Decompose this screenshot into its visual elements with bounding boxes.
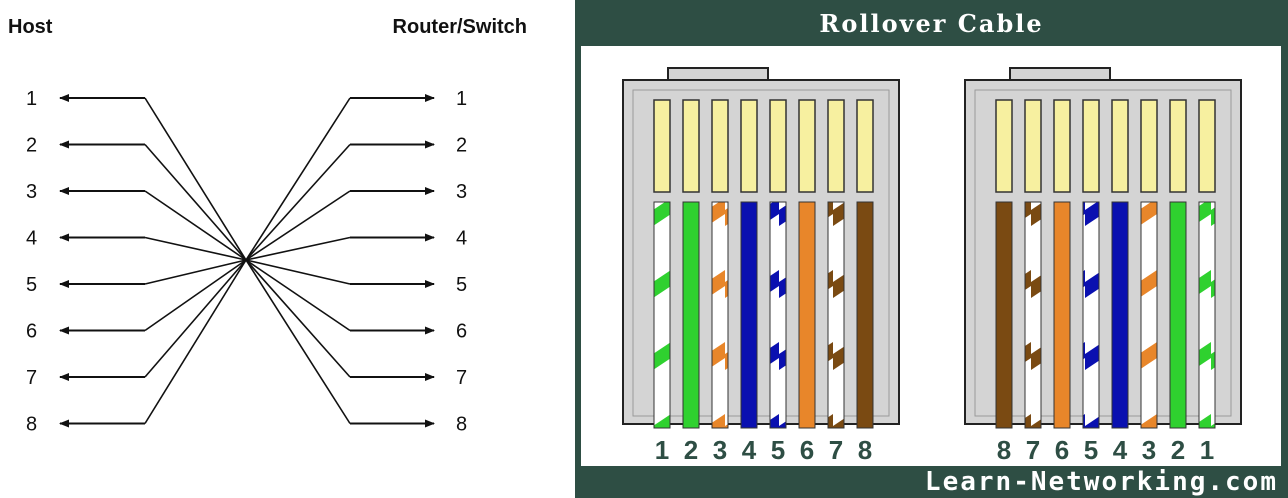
gold-contact <box>769 99 787 193</box>
router-wire-line <box>245 190 351 261</box>
site-footer: Learn-Networking.com <box>924 467 1278 497</box>
host-pin-label: 4 <box>26 228 37 250</box>
router-pin-label: 6 <box>456 321 467 343</box>
gold-contact <box>995 99 1013 193</box>
host-wire-line <box>144 97 247 261</box>
orange-striped-wire <box>1140 201 1158 429</box>
router-wire-line <box>245 143 351 261</box>
connector-pin-number: 5 <box>1084 435 1098 465</box>
host-wire-line <box>144 236 247 261</box>
crossover-lines <box>59 94 435 428</box>
orange-solid-wire <box>1053 201 1071 429</box>
brown-solid-wire <box>856 201 874 429</box>
gold-contact <box>856 99 874 193</box>
router-pin-label: 8 <box>456 414 467 436</box>
brown-striped-wire <box>827 201 845 429</box>
connector-pin-number: 4 <box>742 435 757 465</box>
gold-contact <box>740 99 758 193</box>
router-wire-line <box>245 259 351 332</box>
host-wire-line <box>144 259 247 378</box>
green-striped-wire <box>1198 201 1216 429</box>
host-pin-label: 8 <box>26 414 37 436</box>
router-wire-line <box>245 259 351 378</box>
rollover-cable-title: Rollover Cable <box>819 8 1044 38</box>
gold-contact <box>827 99 845 193</box>
brown-striped-wire <box>1024 201 1042 429</box>
router-wire-line <box>245 236 351 261</box>
orange-solid-wire <box>798 201 816 429</box>
rollover-pinout-diagram: Host Router/Switch 1 2 3 4 5 6 7 8 1 2 3 4 5 6 7 8 <box>8 16 527 436</box>
connector-pin-number: 8 <box>858 435 872 465</box>
host-wire-line <box>144 143 247 261</box>
host-pin-label: 2 <box>26 135 37 157</box>
green-solid-wire <box>682 201 700 429</box>
host-wire-line <box>144 190 247 261</box>
gold-contact <box>711 99 729 193</box>
orange-striped-wire <box>711 201 729 429</box>
router-wire-line <box>245 97 351 261</box>
gold-contact <box>1111 99 1129 193</box>
router-pin-label: 4 <box>456 228 467 250</box>
green-striped-wire <box>653 201 671 429</box>
connector-pin-number: 3 <box>713 435 727 465</box>
host-pin-label: 1 <box>26 88 37 110</box>
connector-pin-number: 2 <box>1171 435 1185 465</box>
gold-contact <box>1024 99 1042 193</box>
router-wire-line <box>245 259 351 424</box>
blue-solid-wire <box>740 201 758 429</box>
connector-pin-number: 5 <box>771 435 785 465</box>
connector-pin-number: 6 <box>800 435 814 465</box>
router-pin-label: 7 <box>456 367 467 389</box>
connector-pin-number: 3 <box>1142 435 1156 465</box>
blue-striped-wire <box>1082 201 1100 429</box>
host-pin-label: 6 <box>26 321 37 343</box>
connector-inner-frame <box>632 89 890 417</box>
blue-solid-wire <box>1111 201 1129 429</box>
connector-pin-number: 7 <box>1026 435 1040 465</box>
connector-pin-number: 4 <box>1113 435 1128 465</box>
blue-striped-wire <box>769 201 787 429</box>
gold-contact <box>1198 99 1216 193</box>
router-pin-label: 2 <box>456 135 467 157</box>
host-wire-line <box>144 259 247 424</box>
gold-contact <box>1169 99 1187 193</box>
host-label: Host <box>8 16 53 38</box>
host-pin-label: 5 <box>26 274 37 296</box>
green-solid-wire <box>1169 201 1187 429</box>
connector-pin-number: 6 <box>1055 435 1069 465</box>
router-wire-line <box>245 259 351 285</box>
gold-contact <box>1082 99 1100 193</box>
router-pin-label: 1 <box>456 88 467 110</box>
gold-contact <box>1053 99 1071 193</box>
connector-inner-frame <box>974 89 1232 417</box>
router-pin-label: 5 <box>456 274 467 296</box>
pin-labels: 1 2 3 4 5 6 7 8 1 2 3 4 5 6 7 8 <box>26 88 467 436</box>
host-pin-label: 7 <box>26 367 37 389</box>
gold-contact <box>682 99 700 193</box>
gold-contact <box>653 99 671 193</box>
brown-solid-wire <box>995 201 1013 429</box>
host-wire-line <box>144 259 247 285</box>
router-switch-label: Router/Switch <box>393 16 527 38</box>
connector-pin-number: 7 <box>829 435 843 465</box>
connector-pin-number: 1 <box>1200 435 1214 465</box>
host-pin-label: 3 <box>26 181 37 203</box>
connector-pin-number: 1 <box>655 435 669 465</box>
connector-pin-number: 8 <box>997 435 1011 465</box>
connector-pin-number: 2 <box>684 435 698 465</box>
gold-contact <box>798 99 816 193</box>
host-wire-line <box>144 259 247 332</box>
gold-contact <box>1140 99 1158 193</box>
router-pin-label: 3 <box>456 181 467 203</box>
